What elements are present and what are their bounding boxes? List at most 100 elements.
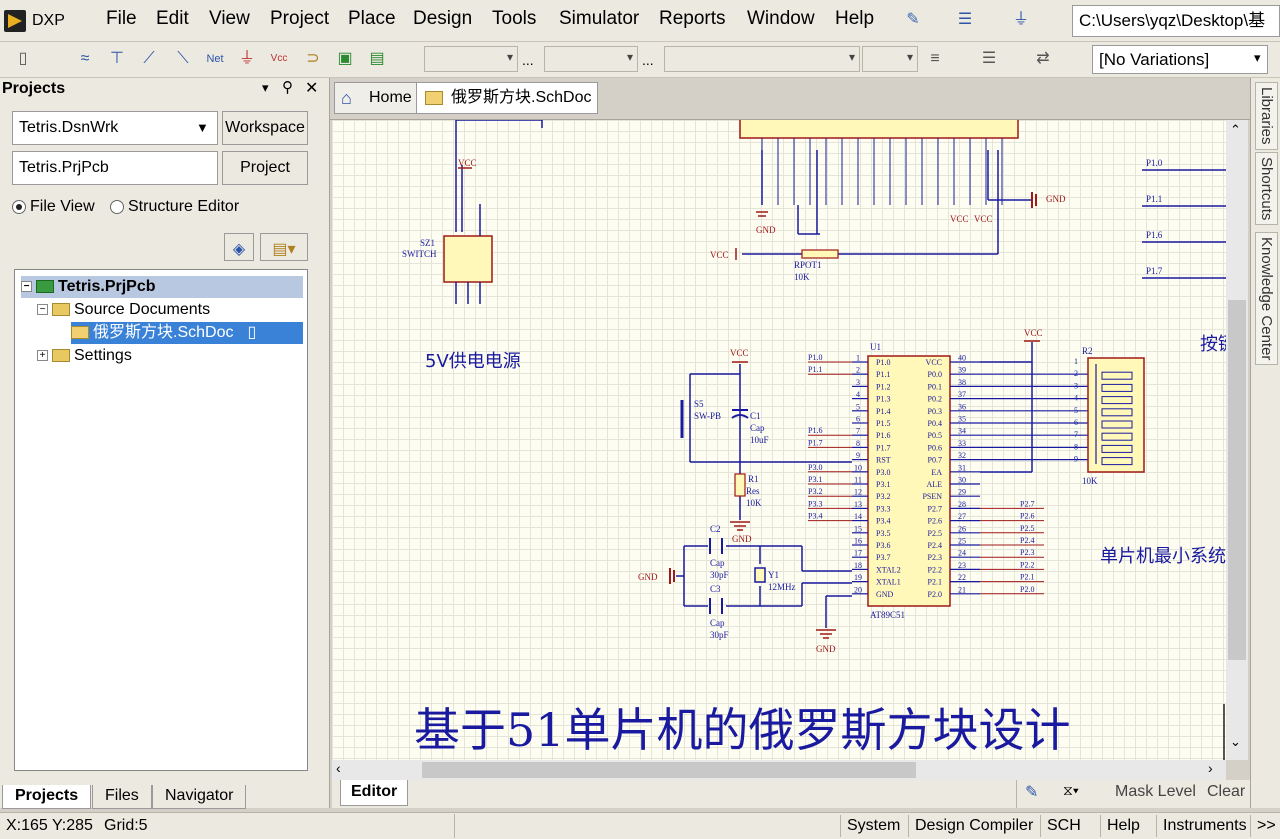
highlight-icon[interactable]: ✎ <box>1025 784 1039 801</box>
status-more[interactable]: >> <box>1250 815 1280 837</box>
menu-simulator[interactable]: Simulator <box>559 8 640 29</box>
menu-reports[interactable]: Reports <box>659 8 726 29</box>
align-tool-icon[interactable]: ☰ <box>957 11 973 28</box>
reset-circuit[interactable]: VCC S5 SW-PB C1 Cap 10uF R1 Res 10K GND <box>680 348 769 544</box>
tree-settings[interactable]: +Settings <box>37 345 132 367</box>
mcu-pin-name: P2.3 <box>928 553 942 562</box>
menu-place[interactable]: Place <box>348 8 396 29</box>
wire-icon[interactable]: ≈ <box>80 50 90 67</box>
netlabel-icon[interactable]: Net <box>206 53 224 65</box>
sheet-symbol-icon[interactable]: ▣ <box>337 50 353 67</box>
file-view-radio[interactable]: File View <box>12 198 95 216</box>
schematic-canvas[interactable]: SZ1 SWITCH VCC 5V供电电源 RPOT1 10K VCC GND … <box>332 120 1226 760</box>
part-icon[interactable]: ⊃ <box>306 50 320 67</box>
swap-icon[interactable]: ⇄ <box>1036 50 1050 67</box>
rpot-ref: RPOT1 <box>794 260 822 270</box>
scroll-up-icon[interactable]: ⌃ <box>1230 122 1241 137</box>
mcu-pin-name: P3.0 <box>876 468 890 477</box>
mcu-pin-num: 33 <box>958 439 966 448</box>
project-field[interactable]: Tetris.PrjPcb <box>12 151 218 185</box>
compile-button[interactable]: ◈ <box>224 233 254 261</box>
collapse-icon[interactable]: − <box>21 281 32 293</box>
bus-icon[interactable]: ⊤ <box>110 50 124 67</box>
structure-editor-radio[interactable]: Structure Editor <box>110 198 239 216</box>
status-help[interactable]: Help <box>1100 815 1146 837</box>
sheet-entry-icon[interactable]: ▤ <box>369 50 385 67</box>
workspace-button[interactable]: Workspace <box>222 111 308 145</box>
chart-tool-icon[interactable]: ✎ <box>906 11 920 28</box>
vertical-scroll-thumb[interactable] <box>1228 300 1246 660</box>
path-field[interactable]: C:\Users\yqz\Desktop\基 <box>1072 5 1280 37</box>
ground-tool-icon[interactable]: ⏚ <box>1012 11 1029 28</box>
variations-select[interactable]: [No Variations] <box>1092 45 1268 74</box>
project-button[interactable]: Project <box>222 151 308 185</box>
pin-icon[interactable]: ⚲ <box>282 79 293 96</box>
tab-files[interactable]: Files <box>92 785 152 809</box>
tab-shortcuts[interactable]: Shortcuts <box>1255 152 1278 226</box>
mask-level-button[interactable]: Mask Level <box>1115 783 1196 800</box>
scroll-left-icon[interactable]: ‹ <box>336 760 341 776</box>
combo-2[interactable] <box>544 46 638 72</box>
status-system[interactable]: System <box>840 815 906 837</box>
menu-view[interactable]: View <box>209 8 250 29</box>
scroll-down-icon[interactable]: ⌄ <box>1230 734 1241 749</box>
net-label-icon[interactable]: ⟍ <box>177 50 189 67</box>
workspace-dropdown-icon[interactable]: ▼ <box>196 120 209 135</box>
tree-source-documents[interactable]: −Source Documents <box>37 299 210 321</box>
line-width-icon[interactable]: ≡ <box>930 50 940 67</box>
net-p10: P1.0 <box>1146 158 1163 168</box>
tab-navigator[interactable]: Navigator <box>152 785 247 809</box>
collapse-icon[interactable]: − <box>37 304 48 316</box>
combo-4[interactable] <box>862 46 918 72</box>
status-sch[interactable]: SCH <box>1040 815 1087 837</box>
line-style-icon[interactable]: ☰ <box>981 50 997 67</box>
menu-help[interactable]: Help <box>835 8 875 29</box>
panel-menu-icon[interactable]: ▾ <box>262 80 269 95</box>
bus-entry-icon[interactable]: ⟋ <box>143 50 155 67</box>
expand-icon[interactable]: + <box>37 350 48 362</box>
menu-window[interactable]: Window <box>747 8 815 29</box>
gnd-port-icon[interactable]: ⏚ <box>238 50 255 67</box>
menu-tools[interactable]: Tools <box>492 8 537 29</box>
tab-knowledge-center[interactable]: Knowledge Center <box>1255 232 1278 366</box>
tree-project[interactable]: −Tetris.PrjPcb <box>21 276 303 298</box>
menu-edit[interactable]: Edit <box>156 8 189 29</box>
options-button[interactable]: ▤▾ <box>260 233 308 261</box>
clear-button[interactable]: Clear <box>1207 783 1246 800</box>
menu-project[interactable]: Project <box>270 8 330 29</box>
folder-icon <box>52 349 70 363</box>
crystal-circuit[interactable]: C2 Cap 30pF C3 Cap 30pF Y1 12MHz GND GND <box>638 524 836 654</box>
mcu-pin-num: 9 <box>856 451 860 460</box>
horizontal-scroll-thumb[interactable] <box>422 762 916 778</box>
vcc-port-icon[interactable]: Vcc <box>270 53 288 64</box>
menu-file[interactable]: File <box>106 8 137 29</box>
tab-projects[interactable]: Projects <box>2 785 92 809</box>
combo-1[interactable] <box>424 46 518 72</box>
tree-document[interactable]: 俄罗斯方块.SchDoc▯ <box>71 322 303 344</box>
workspace-combo[interactable]: Tetris.DsnWrk <box>12 111 218 145</box>
combo-3[interactable] <box>664 46 860 72</box>
tab-home[interactable]: ⌂ Home <box>334 82 419 114</box>
panel-title: Projects <box>0 80 326 100</box>
scroll-right-icon[interactable]: › <box>1208 760 1213 776</box>
switch-sz1[interactable]: SZ1 SWITCH VCC <box>402 158 493 304</box>
horizontal-scrollbar[interactable]: ‹ › <box>332 760 1226 780</box>
mcu-pin-name: P1.6 <box>876 431 890 440</box>
menu-design[interactable]: Design <box>413 8 473 29</box>
c2-type: Cap <box>710 558 725 568</box>
vertical-scrollbar[interactable]: ⌃ ⌄ <box>1226 120 1248 760</box>
tab-schdoc[interactable]: 俄罗斯方块.SchDoc <box>416 82 599 114</box>
variations-dropdown-icon[interactable]: ▾ <box>1254 50 1261 65</box>
status-design-compiler[interactable]: Design Compiler <box>908 815 1039 837</box>
dxp-menu[interactable]: DXP <box>4 6 82 36</box>
tab-editor[interactable]: Editor <box>340 780 409 806</box>
rpot1[interactable]: RPOT1 10K VCC <box>710 248 839 282</box>
close-icon[interactable]: ✕ <box>305 80 319 97</box>
new-document-icon[interactable]: ▯ <box>18 50 28 67</box>
tab-libraries[interactable]: Libraries <box>1255 82 1278 150</box>
tab-schdoc-label: 俄罗斯方块.SchDoc <box>451 89 592 106</box>
filter-icon[interactable]: ⧖▾ <box>1063 782 1079 798</box>
status-instruments[interactable]: Instruments <box>1156 815 1253 837</box>
